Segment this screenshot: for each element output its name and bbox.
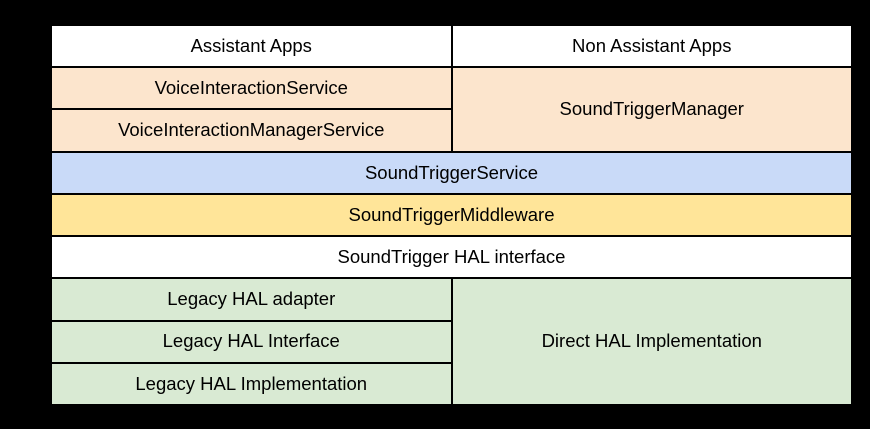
block-voice-interaction-manager-service: VoiceInteractionManagerService — [52, 110, 451, 151]
block-assistant-apps: Assistant Apps — [52, 26, 451, 67]
block-sound-trigger-manager: SoundTriggerManager — [452, 68, 851, 151]
block-legacy-hal-interface: Legacy HAL Interface — [52, 321, 451, 362]
block-non-assistant-apps: Non Assistant Apps — [452, 26, 851, 67]
block-direct-hal-implementation: Direct HAL Implementation — [452, 279, 851, 404]
soundtrigger-stack-diagram: Assistant Apps Non Assistant Apps VoiceI… — [52, 26, 851, 404]
block-sound-trigger-service: SoundTriggerService — [52, 152, 851, 193]
block-voice-interaction-service: VoiceInteractionService — [52, 68, 451, 109]
block-legacy-hal-implementation: Legacy HAL Implementation — [52, 363, 451, 404]
block-legacy-hal-adapter: Legacy HAL adapter — [52, 279, 451, 320]
block-sound-trigger-middleware: SoundTriggerMiddleware — [52, 194, 851, 236]
block-sound-trigger-hal-interface: SoundTrigger HAL interface — [52, 237, 851, 278]
